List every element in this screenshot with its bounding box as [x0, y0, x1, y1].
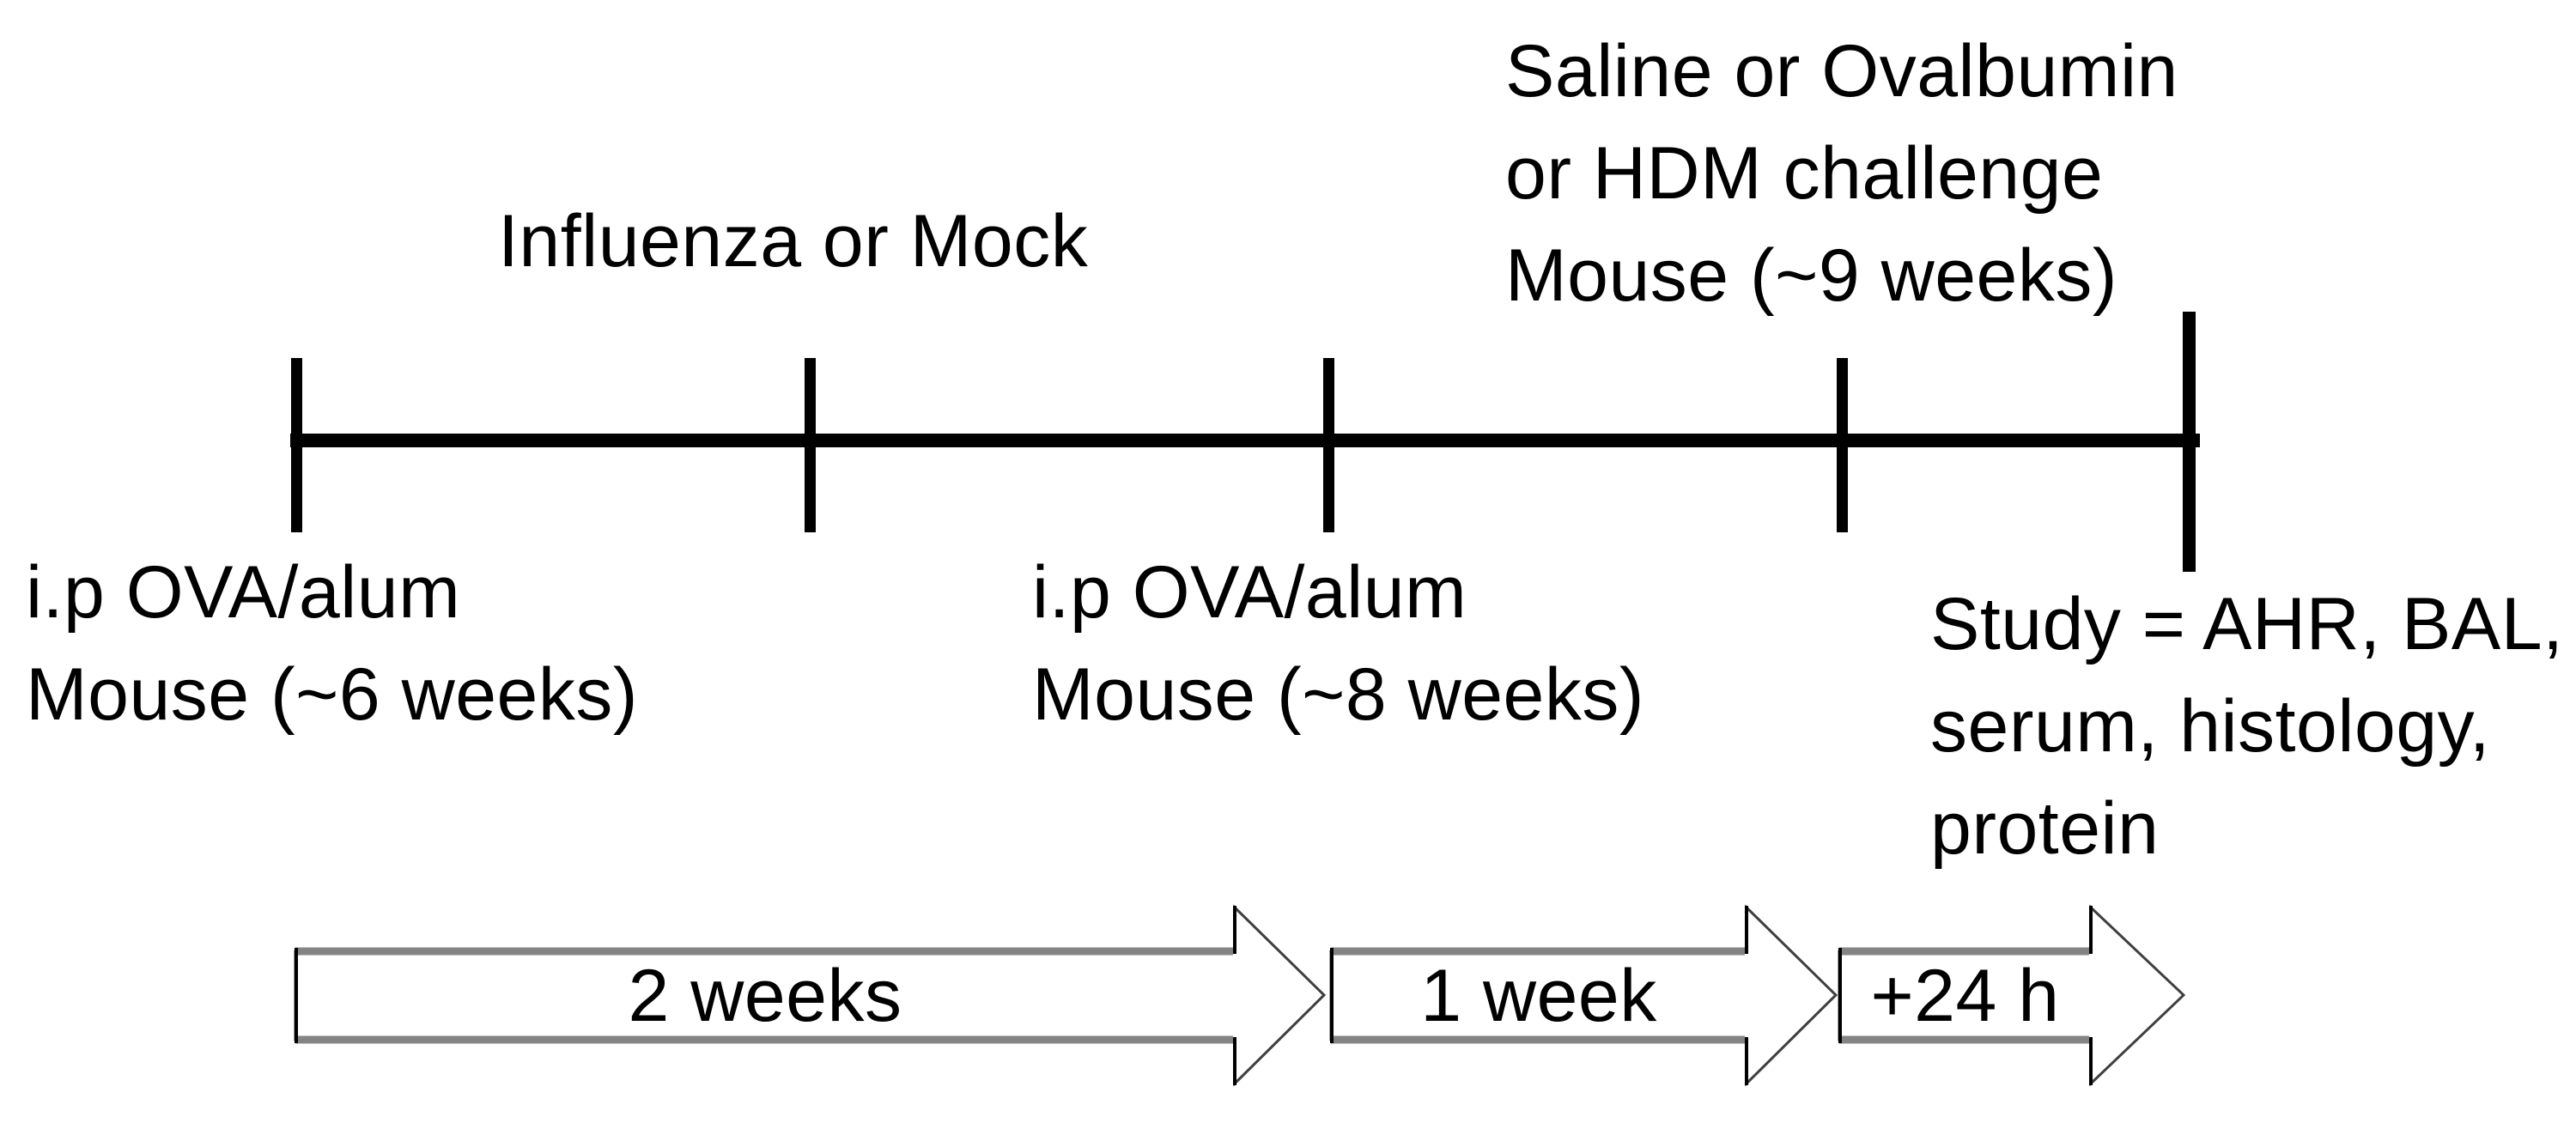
duration-label-24h: +24 h: [1839, 948, 2091, 1044]
infection-label-line: Influenza or Mock: [498, 200, 1089, 282]
sensitization-2-label: i.p OVA/alum Mouse (~8 weeks): [1032, 542, 1644, 746]
timeline-tick-3: [1323, 358, 1334, 532]
duration-label-text: 2 weeks: [628, 954, 902, 1037]
timeline-tick-5-endpoint: [2183, 312, 2196, 572]
duration-label-text: 1 week: [1420, 954, 1657, 1037]
duration-arrow-24h: [1838, 904, 2186, 1087]
timeline-tick-2: [805, 358, 816, 532]
study-endpoints-label: Study = AHR, BAL, serum, histology, prot…: [1930, 574, 2563, 880]
duration-arrow-1-week: [1329, 904, 1838, 1087]
sensitization-2-label-line: i.p OVA/alum: [1032, 551, 1467, 634]
study-endpoints-label-line: protein: [1930, 787, 2160, 870]
infection-label: Influenza or Mock: [498, 191, 1088, 293]
timeline-axis: [290, 434, 2200, 447]
sensitization-1-label-line: i.p OVA/alum: [26, 551, 461, 634]
study-endpoints-label-line: Study = AHR, BAL,: [1930, 583, 2564, 665]
challenge-label-line: Mouse (~9 weeks): [1505, 234, 2118, 317]
challenge-label-line: Saline or Ovalbumin: [1505, 30, 2178, 112]
sensitization-2-label-line: Mouse (~8 weeks): [1032, 653, 1645, 736]
challenge-label: Saline or Ovalbumin or HDM challenge Mou…: [1505, 21, 2178, 327]
timeline-tick-4: [1837, 358, 1848, 532]
study-endpoints-label-line: serum, histology,: [1930, 685, 2491, 768]
timeline-tick-1: [291, 358, 302, 532]
sensitization-1-label-line: Mouse (~6 weeks): [26, 653, 639, 736]
sensitization-1-label: i.p OVA/alum Mouse (~6 weeks): [26, 542, 638, 746]
duration-label-1-week: 1 week: [1331, 948, 1747, 1044]
challenge-label-line: or HDM challenge: [1505, 132, 2104, 215]
duration-label-text: +24 h: [1870, 954, 2060, 1037]
duration-arrow-2-weeks: [294, 904, 1327, 1087]
duration-label-2-weeks: 2 weeks: [295, 948, 1235, 1044]
